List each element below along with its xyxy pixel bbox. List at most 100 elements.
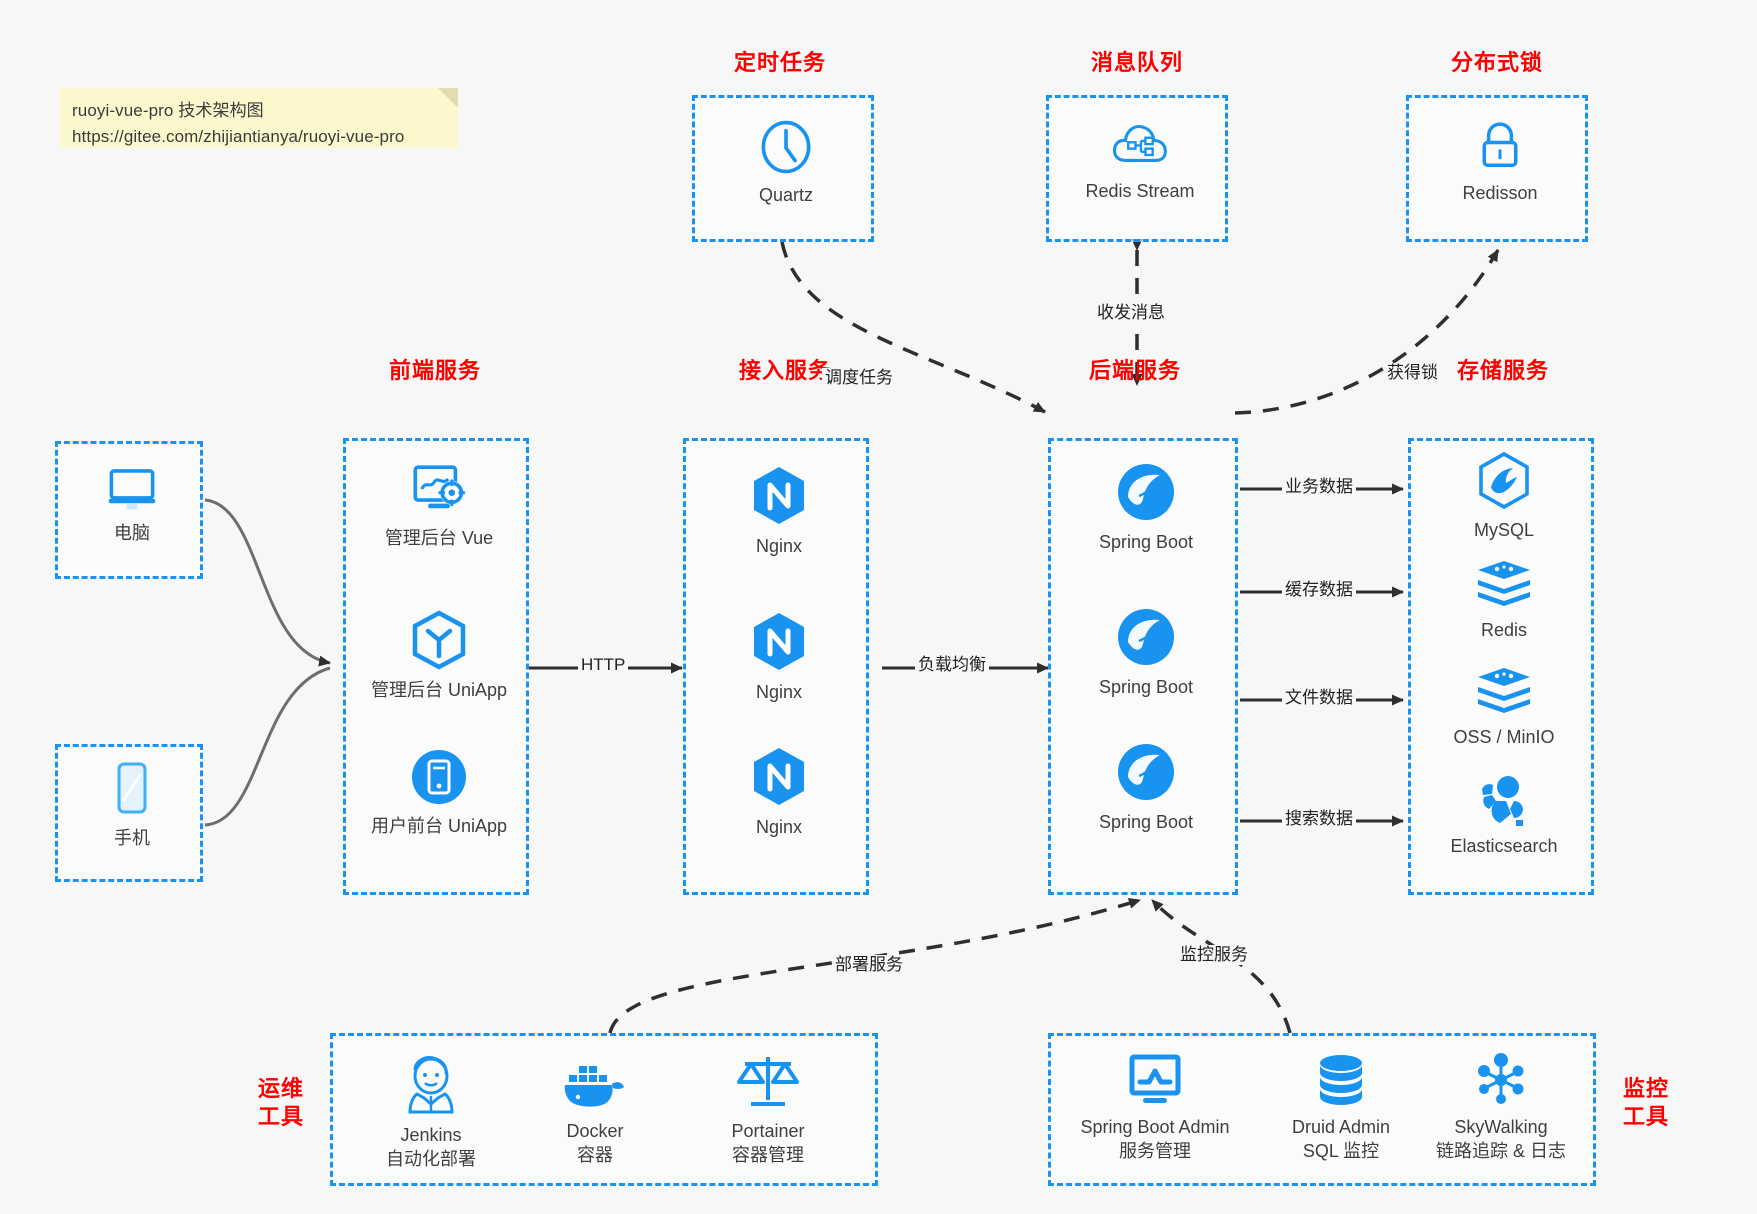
node-label: 管理后台 UniApp [370, 680, 508, 700]
node-quartz[interactable]: Quartz [706, 118, 866, 207]
redis-icon [1478, 561, 1530, 606]
spring-boot-icon [1118, 744, 1174, 800]
group-client-computer: 电脑 [55, 441, 203, 579]
elasticsearch-icon [1482, 776, 1523, 826]
edge-label-search-data: 搜索数据 [1282, 809, 1356, 830]
edge-label-business-data: 业务数据 [1282, 477, 1356, 498]
dashboard-settings-icon [413, 465, 466, 509]
edge-label-monitor-service: 监控服务 [1177, 945, 1251, 966]
oss-icon [1478, 668, 1530, 713]
group-title-monitor-line2: 工具 [1622, 1103, 1669, 1129]
node-redis-stream[interactable]: Redis Stream [1060, 118, 1220, 203]
nginx-icon [754, 748, 804, 805]
group-devops-tools: Jenkins 自动化部署 Docker 容器 [330, 1033, 878, 1186]
node-admin-vue[interactable]: 管理后台 Vue [359, 461, 519, 550]
node-elasticsearch[interactable]: Elasticsearch [1424, 771, 1584, 858]
database-icon [1320, 1055, 1362, 1105]
node-label: Spring Boot [1098, 677, 1194, 697]
node-oss-minio[interactable]: OSS / MinIO [1424, 666, 1584, 749]
node-spring-boot-2[interactable]: Spring Boot [1066, 606, 1226, 699]
node-label: Redis Stream [1085, 181, 1195, 201]
group-title-devops: 运维 工具 [255, 1075, 307, 1130]
node-sublabel: 链路追踪 & 日志 [1435, 1141, 1566, 1162]
node-druid-admin[interactable]: Druid Admin SQL 监控 [1251, 1052, 1431, 1164]
edge-label-schedule-task: 调度任务 [822, 368, 896, 389]
edge-label-file-data: 文件数据 [1282, 688, 1356, 709]
scales-icon [737, 1057, 799, 1106]
group-scheduled-task: Quartz [692, 95, 874, 242]
group-title-backend: 后端服务 [1088, 358, 1181, 383]
node-jenkins[interactable]: Jenkins 自动化部署 [351, 1054, 511, 1172]
node-label: 手机 [114, 828, 150, 848]
group-backend: Spring Boot Spring Boot Spring Boot [1048, 438, 1238, 895]
group-frontend: 管理后台 Vue 管理后台 UniApp 用户前台 UniApp [343, 438, 529, 895]
note-fold-corner [438, 88, 458, 108]
node-docker[interactable]: Docker 容器 [515, 1060, 675, 1168]
node-label: Nginx [755, 536, 803, 556]
node-spring-boot-1[interactable]: Spring Boot [1066, 461, 1226, 554]
node-nginx-3[interactable]: Nginx [699, 746, 859, 839]
skywalking-icon [1478, 1053, 1524, 1104]
node-label: Nginx [755, 682, 803, 702]
cube-icon [412, 610, 466, 670]
monitor-chart-icon [1129, 1054, 1181, 1103]
node-skywalking[interactable]: SkyWalking 链路追踪 & 日志 [1401, 1052, 1601, 1164]
node-spring-boot-admin[interactable]: Spring Boot Admin 服务管理 [1055, 1052, 1255, 1164]
group-title-gateway: 接入服务 [738, 358, 831, 383]
node-label: Jenkins [400, 1125, 462, 1145]
jenkins-icon [408, 1056, 454, 1114]
node-portainer[interactable]: Portainer 容器管理 [688, 1052, 848, 1168]
node-nginx-1[interactable]: Nginx [699, 465, 859, 558]
node-label: Elasticsearch [1450, 836, 1558, 856]
group-client-phone: 手机 [55, 744, 203, 882]
node-user-uniapp[interactable]: 用户前台 UniApp [359, 747, 519, 838]
node-label: Redisson [1462, 183, 1538, 203]
group-gateway: Nginx Nginx Nginx [683, 438, 869, 895]
mysql-icon [1479, 451, 1529, 510]
monitor-icon [108, 469, 156, 510]
node-label: OSS / MinIO [1453, 727, 1555, 747]
node-sublabel: 容器 [577, 1145, 613, 1166]
clock-icon [761, 120, 811, 174]
group-title-frontend: 前端服务 [388, 358, 481, 383]
group-distributed-lock: Redisson [1406, 95, 1588, 242]
node-redisson[interactable]: Redisson [1420, 118, 1580, 205]
lock-icon [1482, 122, 1518, 167]
docker-icon [564, 1066, 624, 1107]
node-label: 用户前台 UniApp [370, 816, 508, 836]
group-monitor-tools: Spring Boot Admin 服务管理 Druid Admin SQL 监… [1048, 1033, 1596, 1186]
spring-boot-icon [1118, 464, 1174, 520]
edge-label-send-receive-message: 收发消息 [1094, 303, 1168, 324]
note-title-line: ruoyi-vue-pro 技术架构图 [72, 101, 264, 120]
edge-label-cache-data: 缓存数据 [1282, 580, 1356, 601]
group-storage: MySQL Redis OSS / MinIO [1408, 438, 1594, 895]
node-mysql[interactable]: MySQL [1424, 451, 1584, 542]
node-label: Nginx [755, 817, 803, 837]
node-label: Druid Admin [1291, 1117, 1391, 1137]
group-title-monitor: 监控 工具 [1620, 1075, 1672, 1130]
group-title-monitor-line1: 监控 [1622, 1076, 1669, 1101]
node-label: MySQL [1473, 520, 1534, 540]
node-label: Spring Boot [1098, 812, 1194, 832]
note-url-line: https://gitee.com/zhijiantianya/ruoyi-vu… [72, 127, 405, 147]
group-title-distributed-lock: 分布式锁 [1450, 50, 1543, 75]
node-computer[interactable]: 电脑 [52, 462, 212, 545]
spring-boot-icon [1118, 609, 1174, 665]
node-sublabel: SQL 监控 [1302, 1141, 1380, 1162]
node-redis[interactable]: Redis [1424, 559, 1584, 642]
group-title-devops-line1: 运维 [257, 1076, 304, 1101]
node-phone[interactable]: 手机 [52, 761, 212, 850]
group-title-scheduled-task: 定时任务 [733, 50, 826, 75]
node-label: Docker [566, 1121, 624, 1141]
node-sublabel: 容器管理 [732, 1145, 804, 1166]
diagram-note: ruoyi-vue-pro 技术架构图 https://gitee.com/zh… [60, 88, 458, 148]
node-label: Spring Boot Admin [1080, 1117, 1230, 1137]
node-label: Redis [1480, 620, 1528, 640]
group-title-devops-line2: 工具 [257, 1103, 304, 1129]
edge-label-load-balance: 负载均衡 [915, 655, 989, 676]
node-nginx-2[interactable]: Nginx [699, 611, 859, 704]
nginx-icon [754, 613, 804, 670]
node-label: 电脑 [114, 523, 150, 543]
node-spring-boot-3[interactable]: Spring Boot [1066, 741, 1226, 834]
node-admin-uniapp[interactable]: 管理后台 UniApp [359, 609, 519, 702]
